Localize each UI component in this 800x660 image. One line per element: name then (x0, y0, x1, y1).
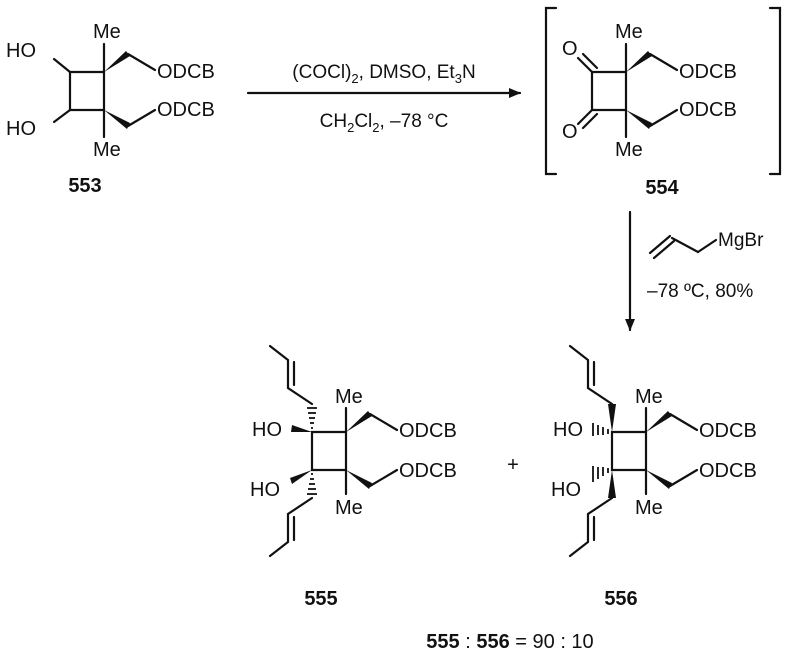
compound-556: HO HO Me Me ODCB ODCB 556 (551, 344, 757, 610)
methyl-label: Me (93, 139, 121, 161)
product-ratio: 555 : 556 = 90 : 10 (426, 631, 593, 653)
methyl-label: Me (635, 386, 663, 408)
compound-number: 554 (645, 177, 679, 199)
methyl-label: Me (615, 139, 643, 161)
hashed-bond (592, 466, 609, 482)
compound-554: O O Me Me ODCB ODCB 554 (544, 6, 782, 199)
odcb-label: ODCB (157, 61, 215, 83)
oh-label: HO (6, 40, 36, 62)
odcb-label: ODCB (699, 420, 757, 442)
reaction-arrow-2: MgBr –78 ºC, 80% (625, 210, 764, 332)
odcb-label: ODCB (679, 99, 737, 121)
oh-label: HO (250, 479, 280, 501)
hashed-bond (307, 407, 317, 429)
oh-label: HO (252, 419, 282, 441)
oxygen-label: O (562, 121, 578, 143)
compound-553: HO HO Me Me ODCB ODCB 553 (6, 21, 215, 197)
reaction-arrow-1: (COCl)2, DMSO, Et3N CH2Cl2, –78 °C (246, 62, 522, 135)
compound-number: 556 (604, 588, 637, 610)
odcb-label: ODCB (699, 460, 757, 482)
reagents-label: (COCl)2, DMSO, Et3N (292, 62, 475, 86)
compound-555: HO HO Me Me ODCB ODCB 555 (250, 344, 457, 610)
methyl-label: Me (93, 21, 121, 43)
odcb-label: ODCB (399, 460, 457, 482)
oxygen-label: O (562, 38, 578, 60)
methyl-label: Me (635, 497, 663, 519)
hashed-bond (307, 473, 317, 495)
conditions-label: –78 ºC, 80% (647, 281, 753, 302)
odcb-label: ODCB (157, 99, 215, 121)
hashed-bond (592, 423, 609, 436)
compound-number: 553 (68, 175, 101, 197)
compound-number: 555 (304, 588, 337, 610)
methyl-label: Me (335, 386, 363, 408)
methyl-label: Me (615, 21, 643, 43)
odcb-label: ODCB (679, 61, 737, 83)
solvent-label: CH2Cl2, –78 °C (320, 111, 449, 135)
oh-label: HO (553, 419, 583, 441)
odcb-label: ODCB (399, 420, 457, 442)
oh-label: HO (551, 479, 581, 501)
plus-sign: + (507, 454, 519, 476)
oh-label: HO (6, 118, 36, 140)
methyl-label: Me (335, 497, 363, 519)
grignard-label: MgBr (718, 230, 764, 251)
